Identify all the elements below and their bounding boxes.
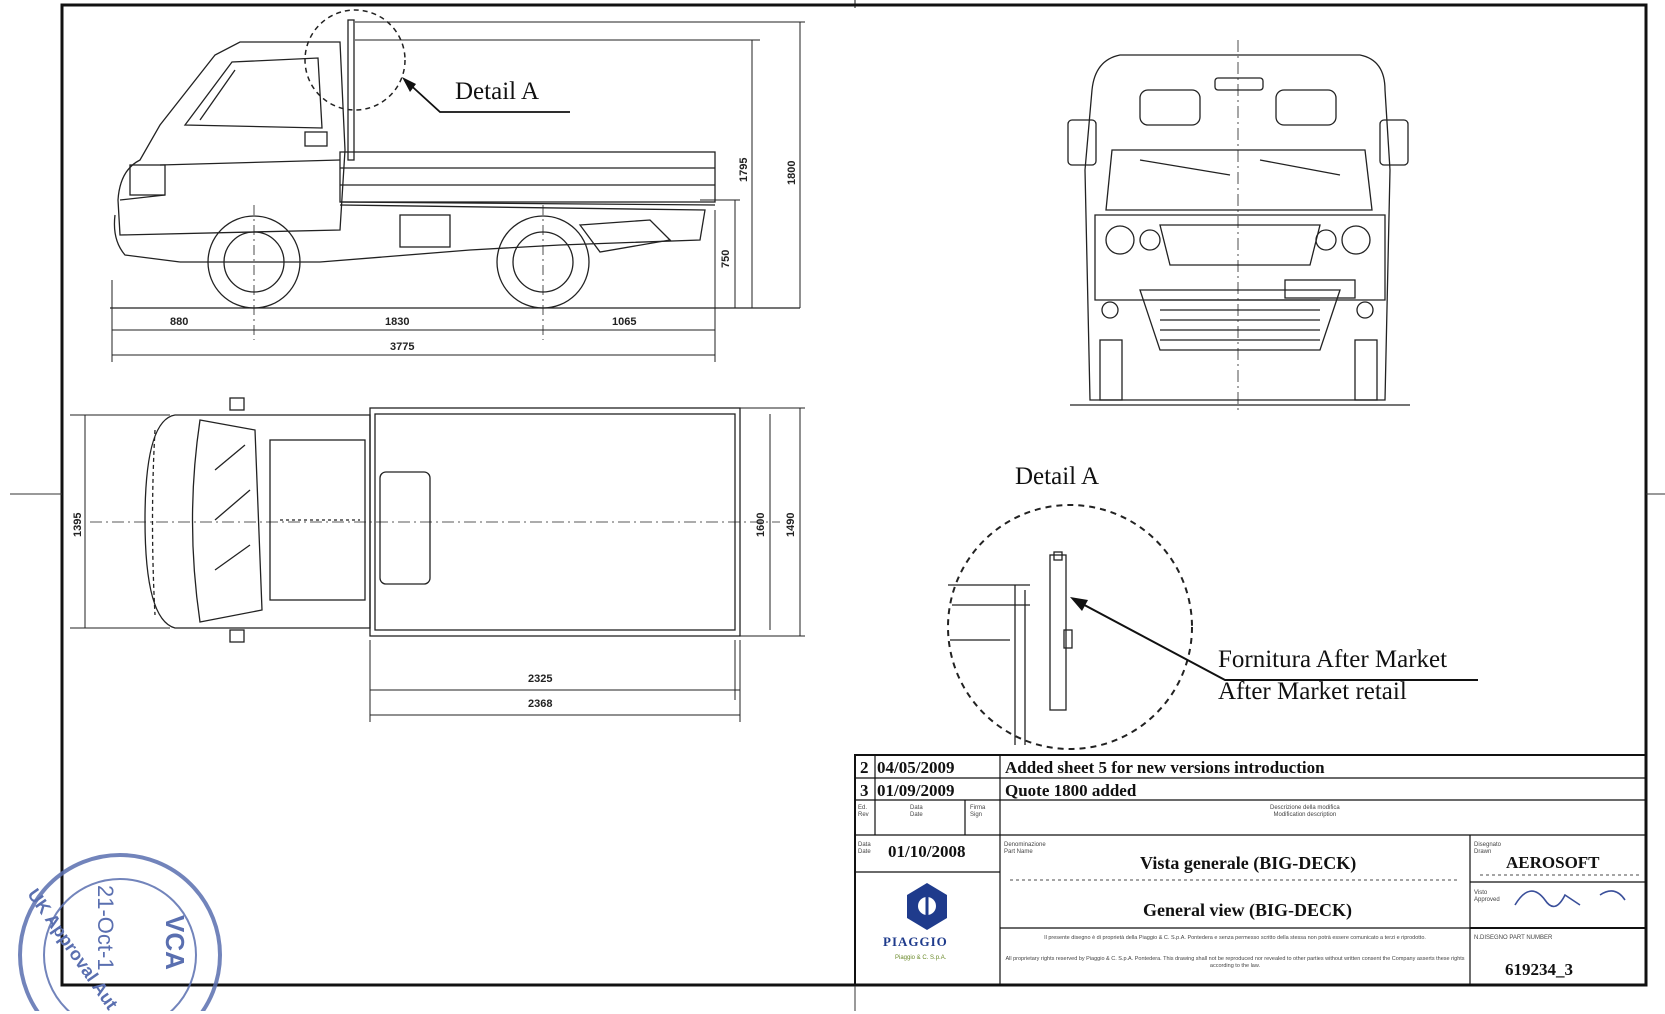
- dim-bed-length-inner: 2325: [528, 673, 553, 685]
- header-date: Data Date: [910, 805, 923, 818]
- callout-italian: Fornitura After Market: [1218, 646, 1448, 673]
- piaggio-logo-mark: [907, 883, 947, 930]
- top-dimension-lines: [70, 407, 805, 722]
- rev-2-number: 2: [860, 758, 869, 777]
- dim-floor-height: 750: [720, 249, 732, 268]
- rev-3-date: 01/09/2009: [877, 781, 955, 800]
- dim-bed-length-outer: 2368: [528, 698, 553, 710]
- detail-a-label: Detail A: [1015, 463, 1100, 490]
- rev-2-date: 04/05/2009: [877, 758, 955, 777]
- callout-english: After Market retail: [1218, 678, 1407, 705]
- title-block-lines: [854, 754, 1647, 986]
- dim-bed-width-outer: 1490: [785, 512, 797, 537]
- date-value: 01/10/2008: [888, 842, 966, 861]
- detail-a-view: [947, 504, 1193, 750]
- legal-english: All proprietary rights reserved by Piagg…: [1005, 956, 1465, 969]
- dim-total-length: 3775: [390, 341, 415, 353]
- title-italian: Vista generale (BIG-DECK): [1140, 853, 1357, 873]
- rev-3-description: Quote 1800 added: [1005, 781, 1137, 800]
- dim-rear-overhang: 1065: [612, 316, 637, 328]
- dim-height: 1795: [738, 157, 750, 182]
- dim-front-width: 1395: [72, 512, 84, 537]
- header-description: Descrizione della modifica Modification …: [1270, 805, 1340, 818]
- side-dimension-lines: [111, 21, 805, 362]
- approved-label: Visto Approved: [1474, 890, 1500, 903]
- title-english: General view (BIG-DECK): [1143, 900, 1352, 920]
- rev-3-number: 3: [860, 781, 869, 800]
- side-view: [110, 9, 800, 340]
- part-number-label: N.DISEGNO PART NUMBER: [1474, 935, 1553, 941]
- dim-height-max: 1800: [786, 160, 798, 185]
- top-view: [90, 397, 780, 643]
- dim-front-overhang: 880: [170, 316, 189, 328]
- detail-a-leader-top: [404, 79, 570, 113]
- dim-bed-width-inner: 1600: [755, 512, 767, 537]
- legal-italian: Il presente disegno è di proprietà della…: [1044, 935, 1426, 941]
- header-rev: Ed. Rev: [858, 805, 869, 818]
- brand-subtitle: Piaggio & C. S.p.A.: [895, 955, 947, 961]
- approval-stamp: [18, 853, 222, 1011]
- detail-a-label-top: Detail A: [455, 78, 540, 105]
- stamp-date: 21-Oct-1: [93, 885, 118, 971]
- part-name-label: Denominazione Part Name: [1004, 842, 1046, 855]
- date-label: Data Date: [858, 842, 871, 855]
- approval-signature: [1514, 890, 1626, 908]
- part-number: 619234_3: [1505, 960, 1573, 979]
- dim-wheelbase: 1830: [385, 316, 410, 328]
- front-view: [1067, 40, 1410, 410]
- detail-a-leader: [1074, 599, 1478, 681]
- rev-2-description: Added sheet 5 for new versions introduct…: [1005, 758, 1325, 777]
- header-sign: Firma Sign: [970, 805, 986, 818]
- brand-name: PIAGGIO: [883, 934, 948, 949]
- stamp-logo: VCA: [160, 915, 190, 970]
- drawn-value: AEROSOFT: [1506, 853, 1600, 872]
- drawn-label: Disegnato Drawn: [1474, 842, 1502, 855]
